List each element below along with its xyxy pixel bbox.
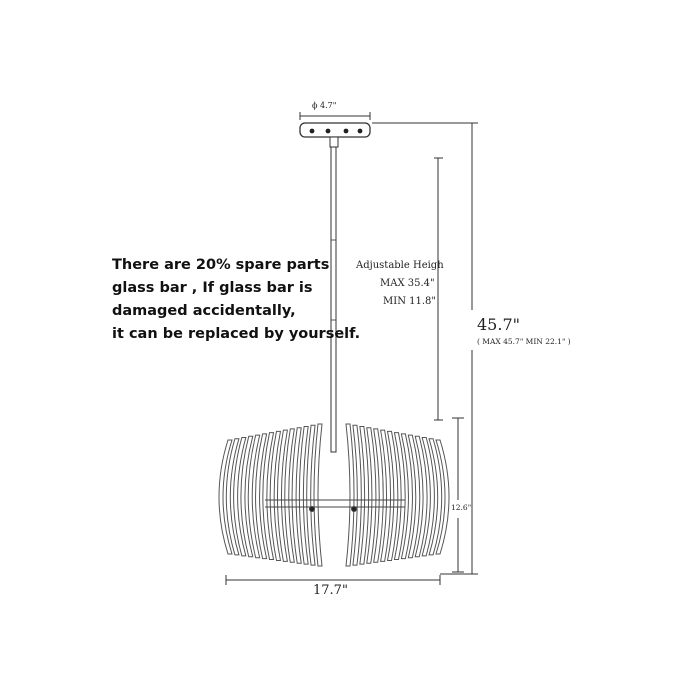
glass-bar (421, 437, 435, 557)
glass-bar (428, 438, 443, 556)
glass-bar (400, 433, 413, 560)
glass-bar (262, 432, 275, 561)
glass-bar (352, 424, 362, 566)
adjustable-height-dimension (434, 157, 443, 421)
total-height-dimension (372, 122, 478, 575)
glass-bar (345, 423, 355, 567)
glass-bar (218, 439, 233, 555)
glass-bar (269, 430, 282, 561)
canopy (299, 122, 371, 148)
glass-bar (380, 429, 392, 562)
adjustable-height-title: Adjustable Heigh (356, 260, 444, 271)
down-rod (330, 146, 337, 453)
glass-bar (313, 423, 323, 567)
glass-bar (414, 435, 428, 558)
total-height-range: ( MAX 45.7" MIN 22.1" ) (477, 337, 571, 346)
body-width-dimension (225, 575, 441, 585)
glass-bar (284, 428, 295, 563)
glass-bar (225, 438, 240, 556)
inner-frame (265, 499, 405, 512)
note-line: glass bar , If glass bar is (112, 280, 313, 296)
note-line: damaged accidentally, (112, 303, 296, 319)
glass-bar (359, 425, 370, 565)
adjustable-height-max: MAX 35.4" (380, 278, 435, 289)
glass-bar (291, 427, 302, 564)
glass-bar (240, 435, 254, 558)
glass-bar (298, 425, 309, 565)
spare-parts-note: There are 20% spare parts glass bar , If… (112, 254, 361, 346)
glass-bar (366, 427, 377, 564)
total-height-label: 45.7" (477, 315, 520, 334)
glass-bar (247, 434, 261, 559)
canopy-width-dimension (299, 112, 371, 120)
glass-bar (407, 434, 421, 559)
body-height-dimension (452, 417, 464, 573)
note-line: There are 20% spare parts (112, 257, 330, 273)
canopy-diameter-label: ϕ 4.7" (312, 101, 337, 110)
glass-bar (255, 433, 268, 560)
glass-bar (393, 432, 406, 561)
glass-bar-shade (218, 423, 450, 567)
glass-bar (276, 429, 288, 562)
glass-bar (233, 437, 247, 557)
note-line: it can be replaced by yourself. (112, 326, 361, 342)
glass-bar (386, 430, 399, 561)
adjustable-height-min: MIN 11.8" (383, 296, 436, 307)
glass-bar (373, 428, 384, 563)
glass-bar (435, 439, 450, 555)
glass-bar (306, 424, 316, 566)
body-height-label: 12.6" (451, 503, 472, 512)
body-width-label: 17.7" (313, 583, 348, 598)
